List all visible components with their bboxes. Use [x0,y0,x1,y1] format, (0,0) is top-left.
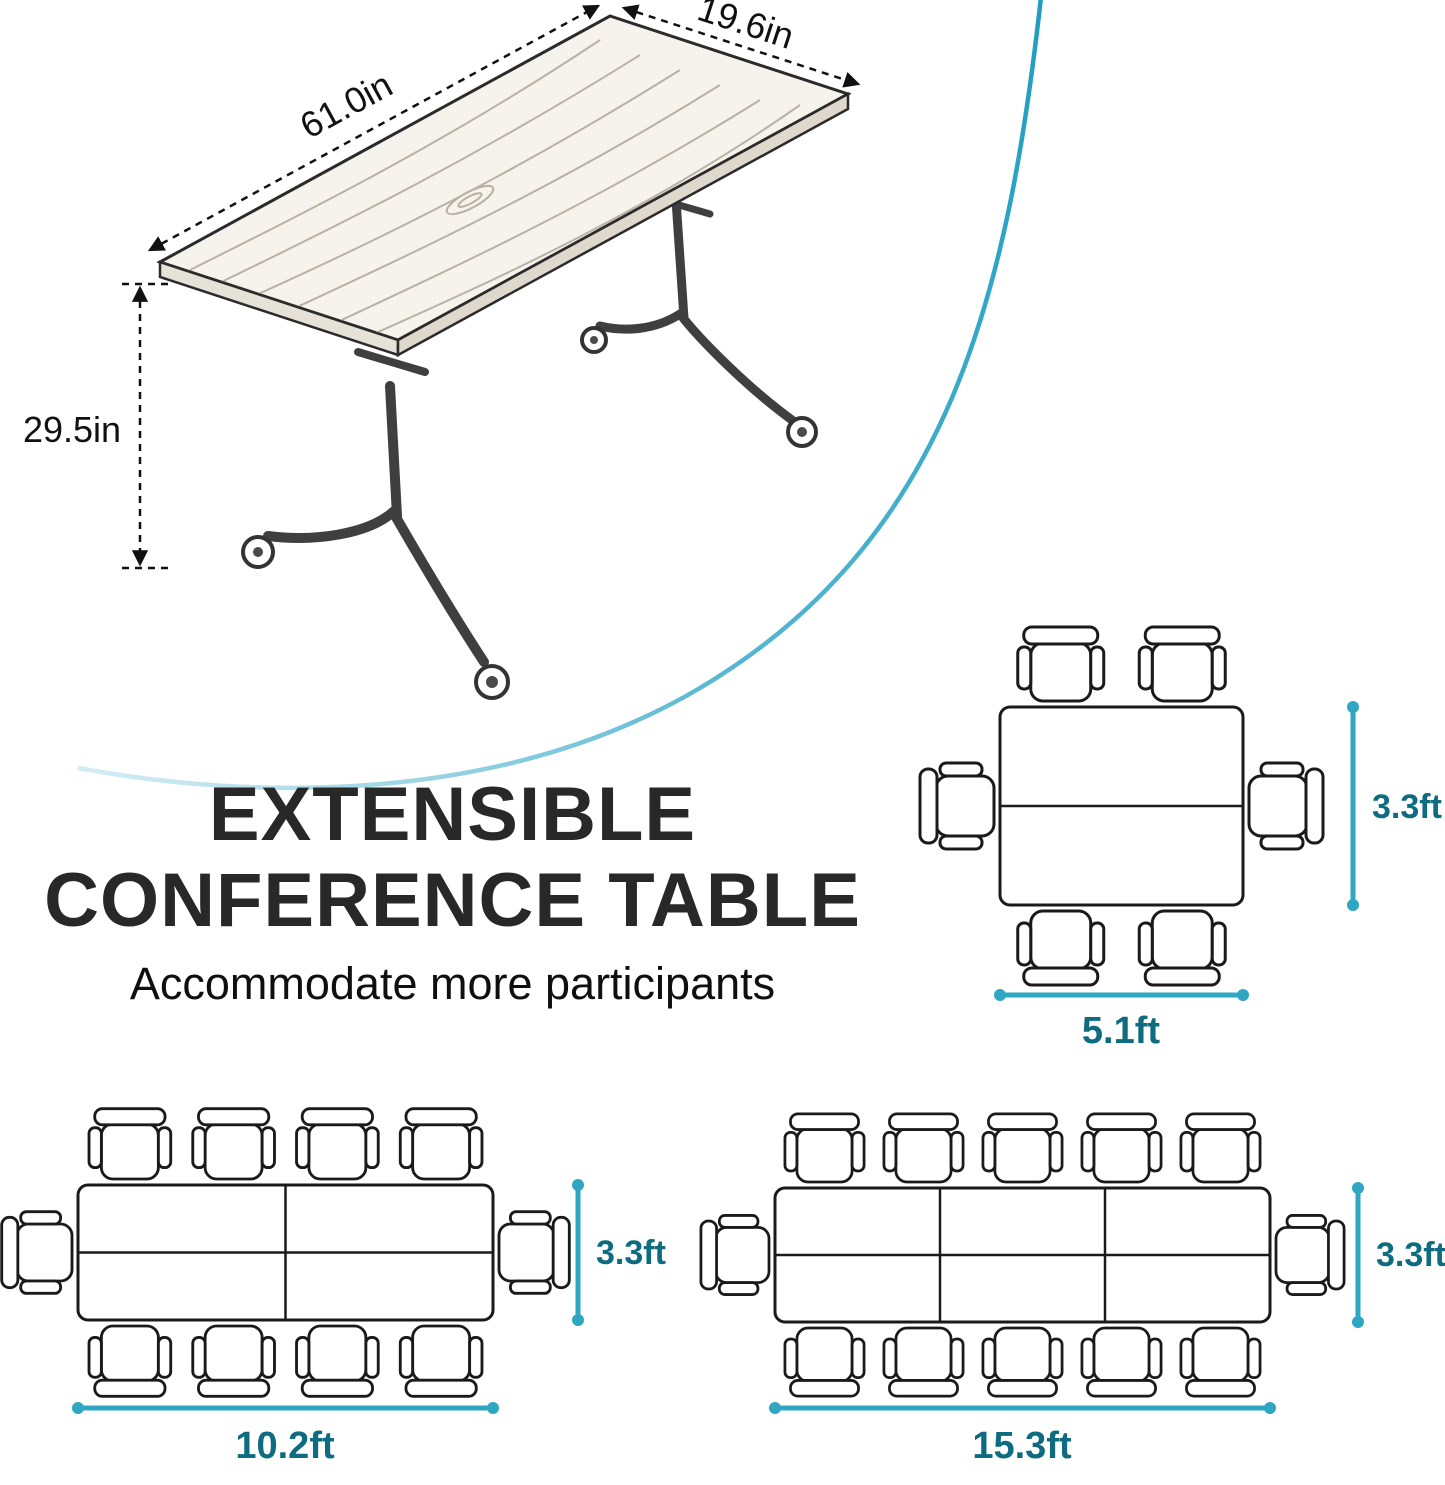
table-height-dimension: 3.3ft [572,1179,666,1326]
chair-icon [918,761,996,851]
chair-icon [191,1324,276,1398]
seating-layout-double-table: 3.3ft 10.2ft [0,1107,666,1467]
chair-icon [1274,1214,1346,1296]
chair-icon [87,1107,173,1181]
front-leg-bracket [354,348,429,376]
chair-icon [191,1107,276,1181]
table-width-dimension: 10.2ft [72,1402,499,1467]
chair-icon [295,1324,380,1398]
chair-icon [497,1210,571,1295]
table-section-lines [78,1185,493,1320]
headline: EXTENSIBLE CONFERENCE TABLE Accommodate … [0,772,905,1010]
table-width-label: 15.3ft [972,1425,1072,1467]
chair-icon [1137,909,1227,987]
chair-icon [981,1112,1064,1184]
chair-icon [1247,761,1325,851]
chair-icon [783,1112,866,1184]
accent-arc-decoration [77,0,1043,791]
chair-icon [398,1324,484,1398]
table-height-dimension: 3.3ft [1347,701,1442,911]
chair-icon [398,1107,484,1181]
seating-layout-single-table: 3.3ft 5.1ft [918,625,1442,1052]
seating-layout-triple-table: 3.3ft 15.3ft [699,1112,1445,1467]
rear-leg-column [671,195,689,323]
chair-icon [87,1324,173,1398]
chair-icon [699,1214,771,1296]
headline-line1: EXTENSIBLE [208,772,697,857]
table-height-label: 3.3ft [1372,788,1442,826]
chair-icon [981,1326,1064,1398]
table-height-dimension: 3.3ft [1352,1182,1445,1328]
length-dimension-label: 61.0in [293,64,399,147]
chair-icon [1179,1326,1262,1398]
front-leg-foot [263,507,398,543]
chair-icon [1179,1112,1262,1184]
table-width-label: 10.2ft [235,1425,335,1467]
headline-line2: CONFERENCE TABLE [44,857,861,943]
caster-wheel [580,326,818,448]
tabletop-edge [396,91,850,358]
chair-icon [0,1210,74,1295]
headline-subtitle: Accommodate more participants [129,957,776,1009]
height-dimension-label: 29.5in [23,409,121,450]
height-dimension: 29.5in [23,282,170,570]
chair-icon [882,1326,965,1398]
chair-icon [1080,1112,1163,1184]
table-section-lines [775,1188,1270,1322]
chair-icon [295,1107,380,1181]
front-leg-foot [388,507,489,667]
chair-icon [1016,625,1106,703]
table-height-label: 3.3ft [596,1234,666,1272]
table-width-label: 5.1ft [1082,1010,1160,1052]
caster-wheel [241,535,510,700]
chair-icon [1080,1326,1163,1398]
chair-icon [783,1326,866,1398]
rear-leg-foot [595,309,685,334]
chair-icon [1016,909,1106,987]
chair-icon [1137,625,1227,703]
table-height-label: 3.3ft [1376,1236,1445,1274]
table-width-dimension: 5.1ft [994,989,1249,1052]
table-width-dimension: 15.3ft [769,1402,1276,1467]
table-isometric-drawing: 61.0in 19.6in 29.5in [23,0,861,700]
rear-leg-foot [675,309,797,425]
front-leg-column [385,381,402,521]
chair-icon [882,1112,965,1184]
